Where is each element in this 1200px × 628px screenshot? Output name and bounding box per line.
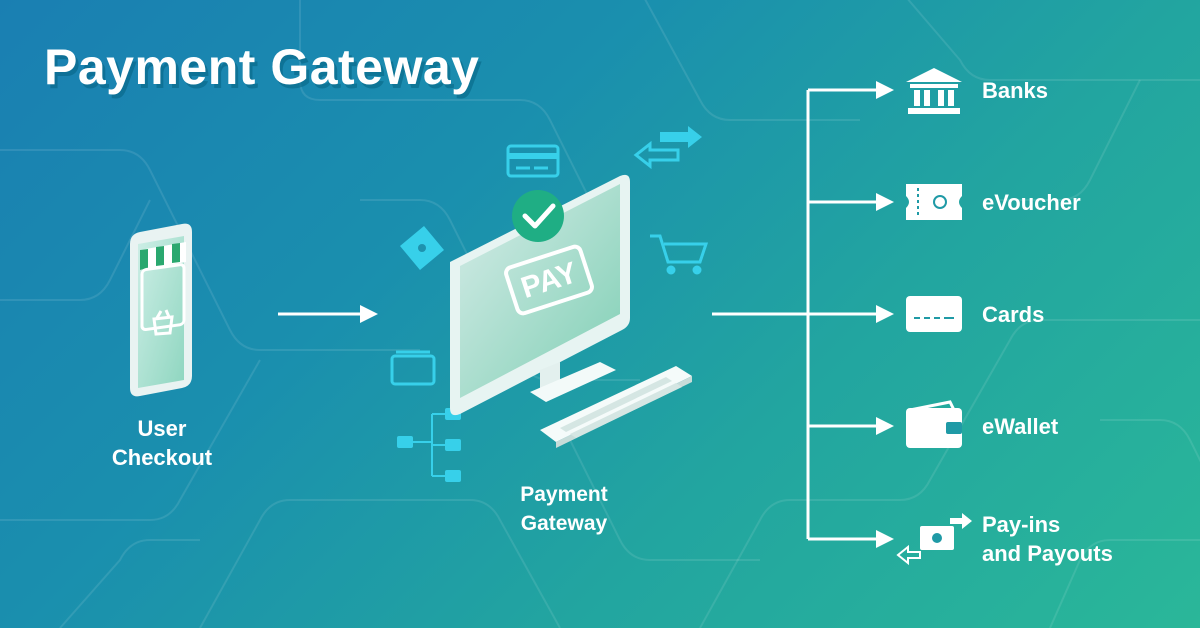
destination-banks: Banks	[982, 78, 1049, 103]
destination-cards: Cards	[982, 302, 1045, 327]
monitor-illustration	[450, 174, 692, 448]
user-checkout-label: User Checkout	[102, 414, 222, 472]
cash-transfer-icon	[896, 513, 972, 566]
arrow-to-gateway	[278, 305, 378, 323]
destination-ewallet: eWallet	[982, 414, 1059, 439]
user-checkout-line2: Checkout	[111, 445, 213, 470]
destination-evoucher: eVoucher	[982, 190, 1081, 215]
floating-cart-icon	[650, 234, 709, 275]
destination-payins-line2: and Payouts	[982, 541, 1113, 566]
voucher-icon	[906, 184, 962, 220]
floating-transfer-icon	[633, 126, 702, 170]
gateway-line2: Gateway	[520, 512, 608, 535]
bank-icon	[906, 68, 962, 114]
gateway-line1: Payment	[520, 483, 608, 506]
destination-payins-payouts: Pay-ins and Payouts	[982, 510, 1113, 568]
page-title: Payment Gateway	[44, 39, 480, 95]
connector-tree	[712, 88, 878, 541]
gateway-label: Payment Gateway	[500, 480, 628, 538]
connector-arrowheads	[876, 81, 894, 548]
floating-card-icon	[506, 144, 560, 178]
destination-payins-line1: Pay-ins	[982, 512, 1061, 537]
floating-tree-icon	[397, 408, 461, 482]
phone-illustration	[130, 223, 192, 397]
floating-ticket-icon	[400, 226, 444, 270]
floating-folder-icon	[390, 350, 436, 386]
wallet-icon	[906, 400, 962, 448]
user-checkout-line1: User	[137, 416, 187, 441]
card-icon	[906, 296, 962, 332]
